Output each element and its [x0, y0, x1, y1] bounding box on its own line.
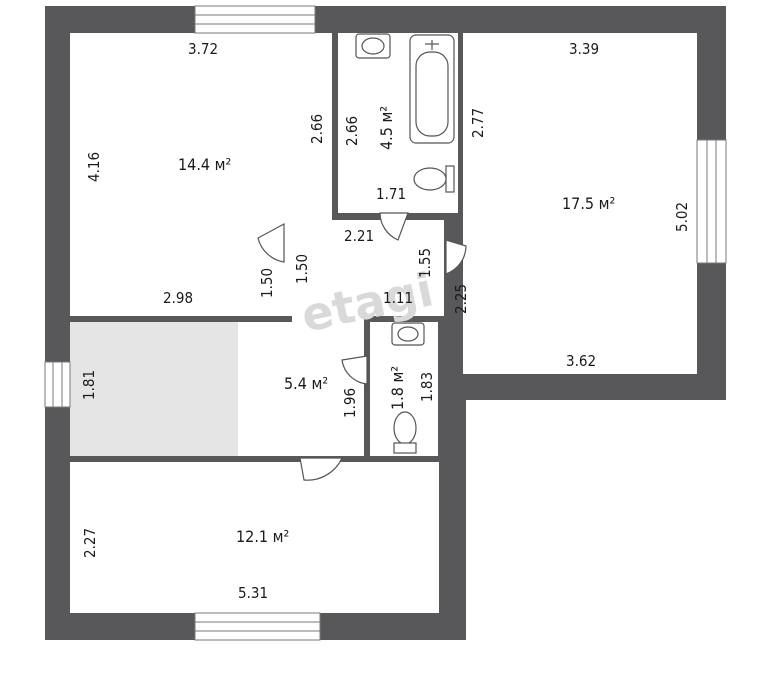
fixtures	[355, 33, 455, 454]
dim-corridor-left-b: 1.50	[293, 254, 311, 284]
dim-hall-left: 1.81	[80, 370, 98, 400]
dim-corridor-door: 2.25	[452, 284, 470, 314]
area-bedroom-top-left: 14.4 м²	[178, 155, 231, 174]
window-right	[696, 139, 727, 264]
area-labels: 14.4 м² 4.5 м² 17.5 м² 5.4 м² 1.8 м² 12.…	[178, 106, 615, 546]
dim-bathroom-bottom: 1.71	[376, 185, 406, 203]
storage-shaded-area	[70, 322, 238, 456]
dim-corridor-right: 1.55	[416, 248, 434, 278]
window-top	[194, 5, 316, 34]
dim-bathroom-right: 2.77	[469, 108, 487, 138]
dim-room-right-side: 5.02	[673, 202, 691, 232]
dim-bedroom-top: 3.72	[188, 40, 218, 58]
door-bottom-room	[299, 457, 343, 481]
dim-corridor-bottom: 1.11	[383, 289, 413, 307]
dim-room-right-bottom: 3.62	[566, 352, 596, 370]
dim-corridor-top: 2.21	[344, 227, 374, 245]
door-bedroom	[257, 222, 285, 263]
toilet-icon	[413, 165, 455, 193]
door-bathroom	[379, 212, 409, 241]
dim-corridor-left-a: 1.50	[258, 268, 276, 298]
dim-bedroom-left: 4.16	[85, 152, 103, 182]
area-bathroom: 4.5 м²	[377, 106, 396, 150]
sink-icon	[355, 33, 391, 59]
window-left	[44, 361, 71, 408]
area-room-bottom: 12.1 м²	[236, 527, 289, 546]
dim-bedroom-right: 2.66	[308, 114, 326, 144]
bathtub-icon	[409, 34, 455, 144]
dimension-labels: 3.72 2.66 4.16 2.98 2.66 2.77 1.71 3.39 …	[80, 40, 691, 602]
doors	[257, 212, 467, 481]
dim-bedroom-bottom: 2.98	[163, 289, 193, 307]
area-hall: 5.4 м²	[284, 374, 328, 393]
windows	[44, 5, 727, 641]
window-bottom	[194, 612, 321, 641]
door-right-room	[445, 239, 467, 275]
dim-toilet-side: 1.83	[418, 372, 436, 402]
dim-room-right-top: 3.39	[569, 40, 599, 58]
toilet-bowl-icon	[393, 411, 417, 454]
area-room-right: 17.5 м²	[562, 194, 615, 213]
dim-bathroom-left: 2.66	[343, 116, 361, 146]
area-toilet: 1.8 м²	[388, 366, 407, 410]
toilet-sink-icon	[391, 322, 425, 346]
door-toilet	[341, 355, 368, 385]
dim-bottom-left: 2.27	[81, 528, 99, 558]
dim-bottom-bottom: 5.31	[238, 584, 268, 602]
dim-hall-door: 1.96	[341, 388, 359, 418]
